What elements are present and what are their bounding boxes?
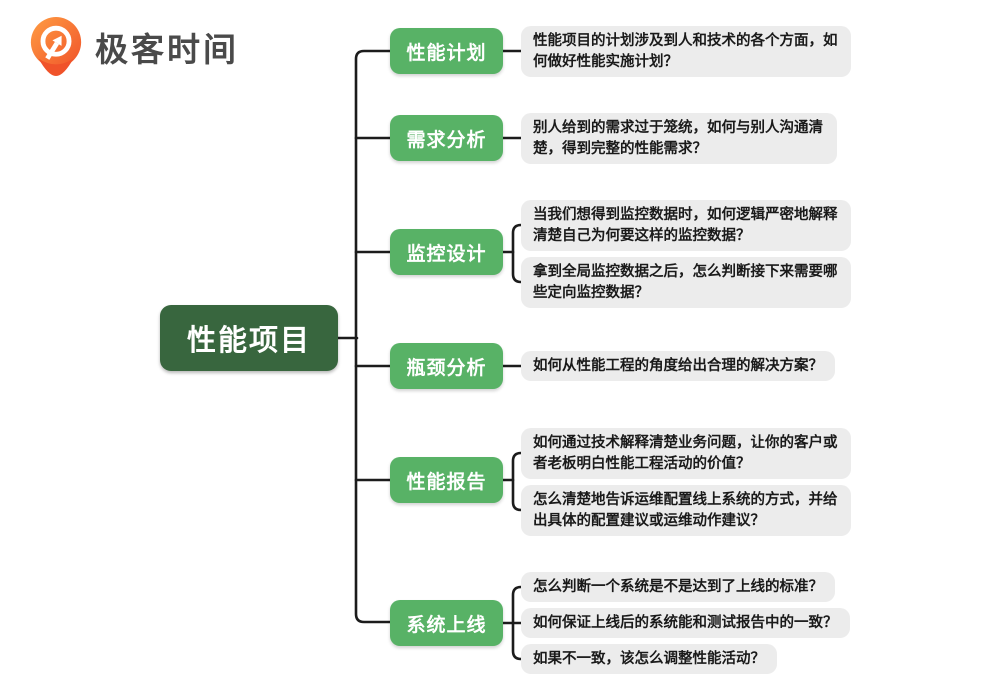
geektime-pin-icon [27,16,85,83]
branch-node-performance-plan: 性能计划 [390,28,503,74]
leaf-note: 如果不一致，该怎么调整性能活动？ [521,644,777,674]
leaf-note: 怎么清楚地告诉运维配置线上系统的方式，并给出具体的配置建议或运维动作建议？ [521,485,851,536]
branch-node-requirement-analysis: 需求分析 [390,115,503,161]
leaf-note: 怎么判断一个系统是不是达到了上线的标准？ [521,572,835,602]
branch-node-bottleneck-analysis: 瓶颈分析 [390,343,503,389]
leaf-note: 如何通过技术解释清楚业务问题，让你的客户或者老板明白性能工程活动的价值？ [521,428,851,479]
leaf-note: 如何从性能工程的角度给出合理的解决方案？ [521,351,835,381]
brand-text: 极客时间 [95,30,239,68]
branch-node-performance-report: 性能报告 [390,457,503,503]
geektime-logo: 极客时间 [27,16,239,83]
branch-node-system-launch: 系统上线 [390,600,503,646]
leaf-note: 当我们想得到监控数据时，如何逻辑严密地解释清楚自己为何要这样的监控数据？ [521,200,851,251]
branch-node-monitoring-design: 监控设计 [390,229,503,275]
root-node: 性能项目 [160,305,338,371]
leaf-note: 如何保证上线后的系统能和测试报告中的一致？ [521,608,850,638]
leaf-note: 别人给到的需求过于笼统，如何与别人沟通清楚，得到完整的性能需求？ [521,113,837,164]
leaf-note: 拿到全局监控数据之后，怎么判断接下来需要哪些定向监控数据？ [521,257,851,308]
leaf-note: 性能项目的计划涉及到人和技术的各个方面，如何做好性能实施计划？ [521,26,851,77]
